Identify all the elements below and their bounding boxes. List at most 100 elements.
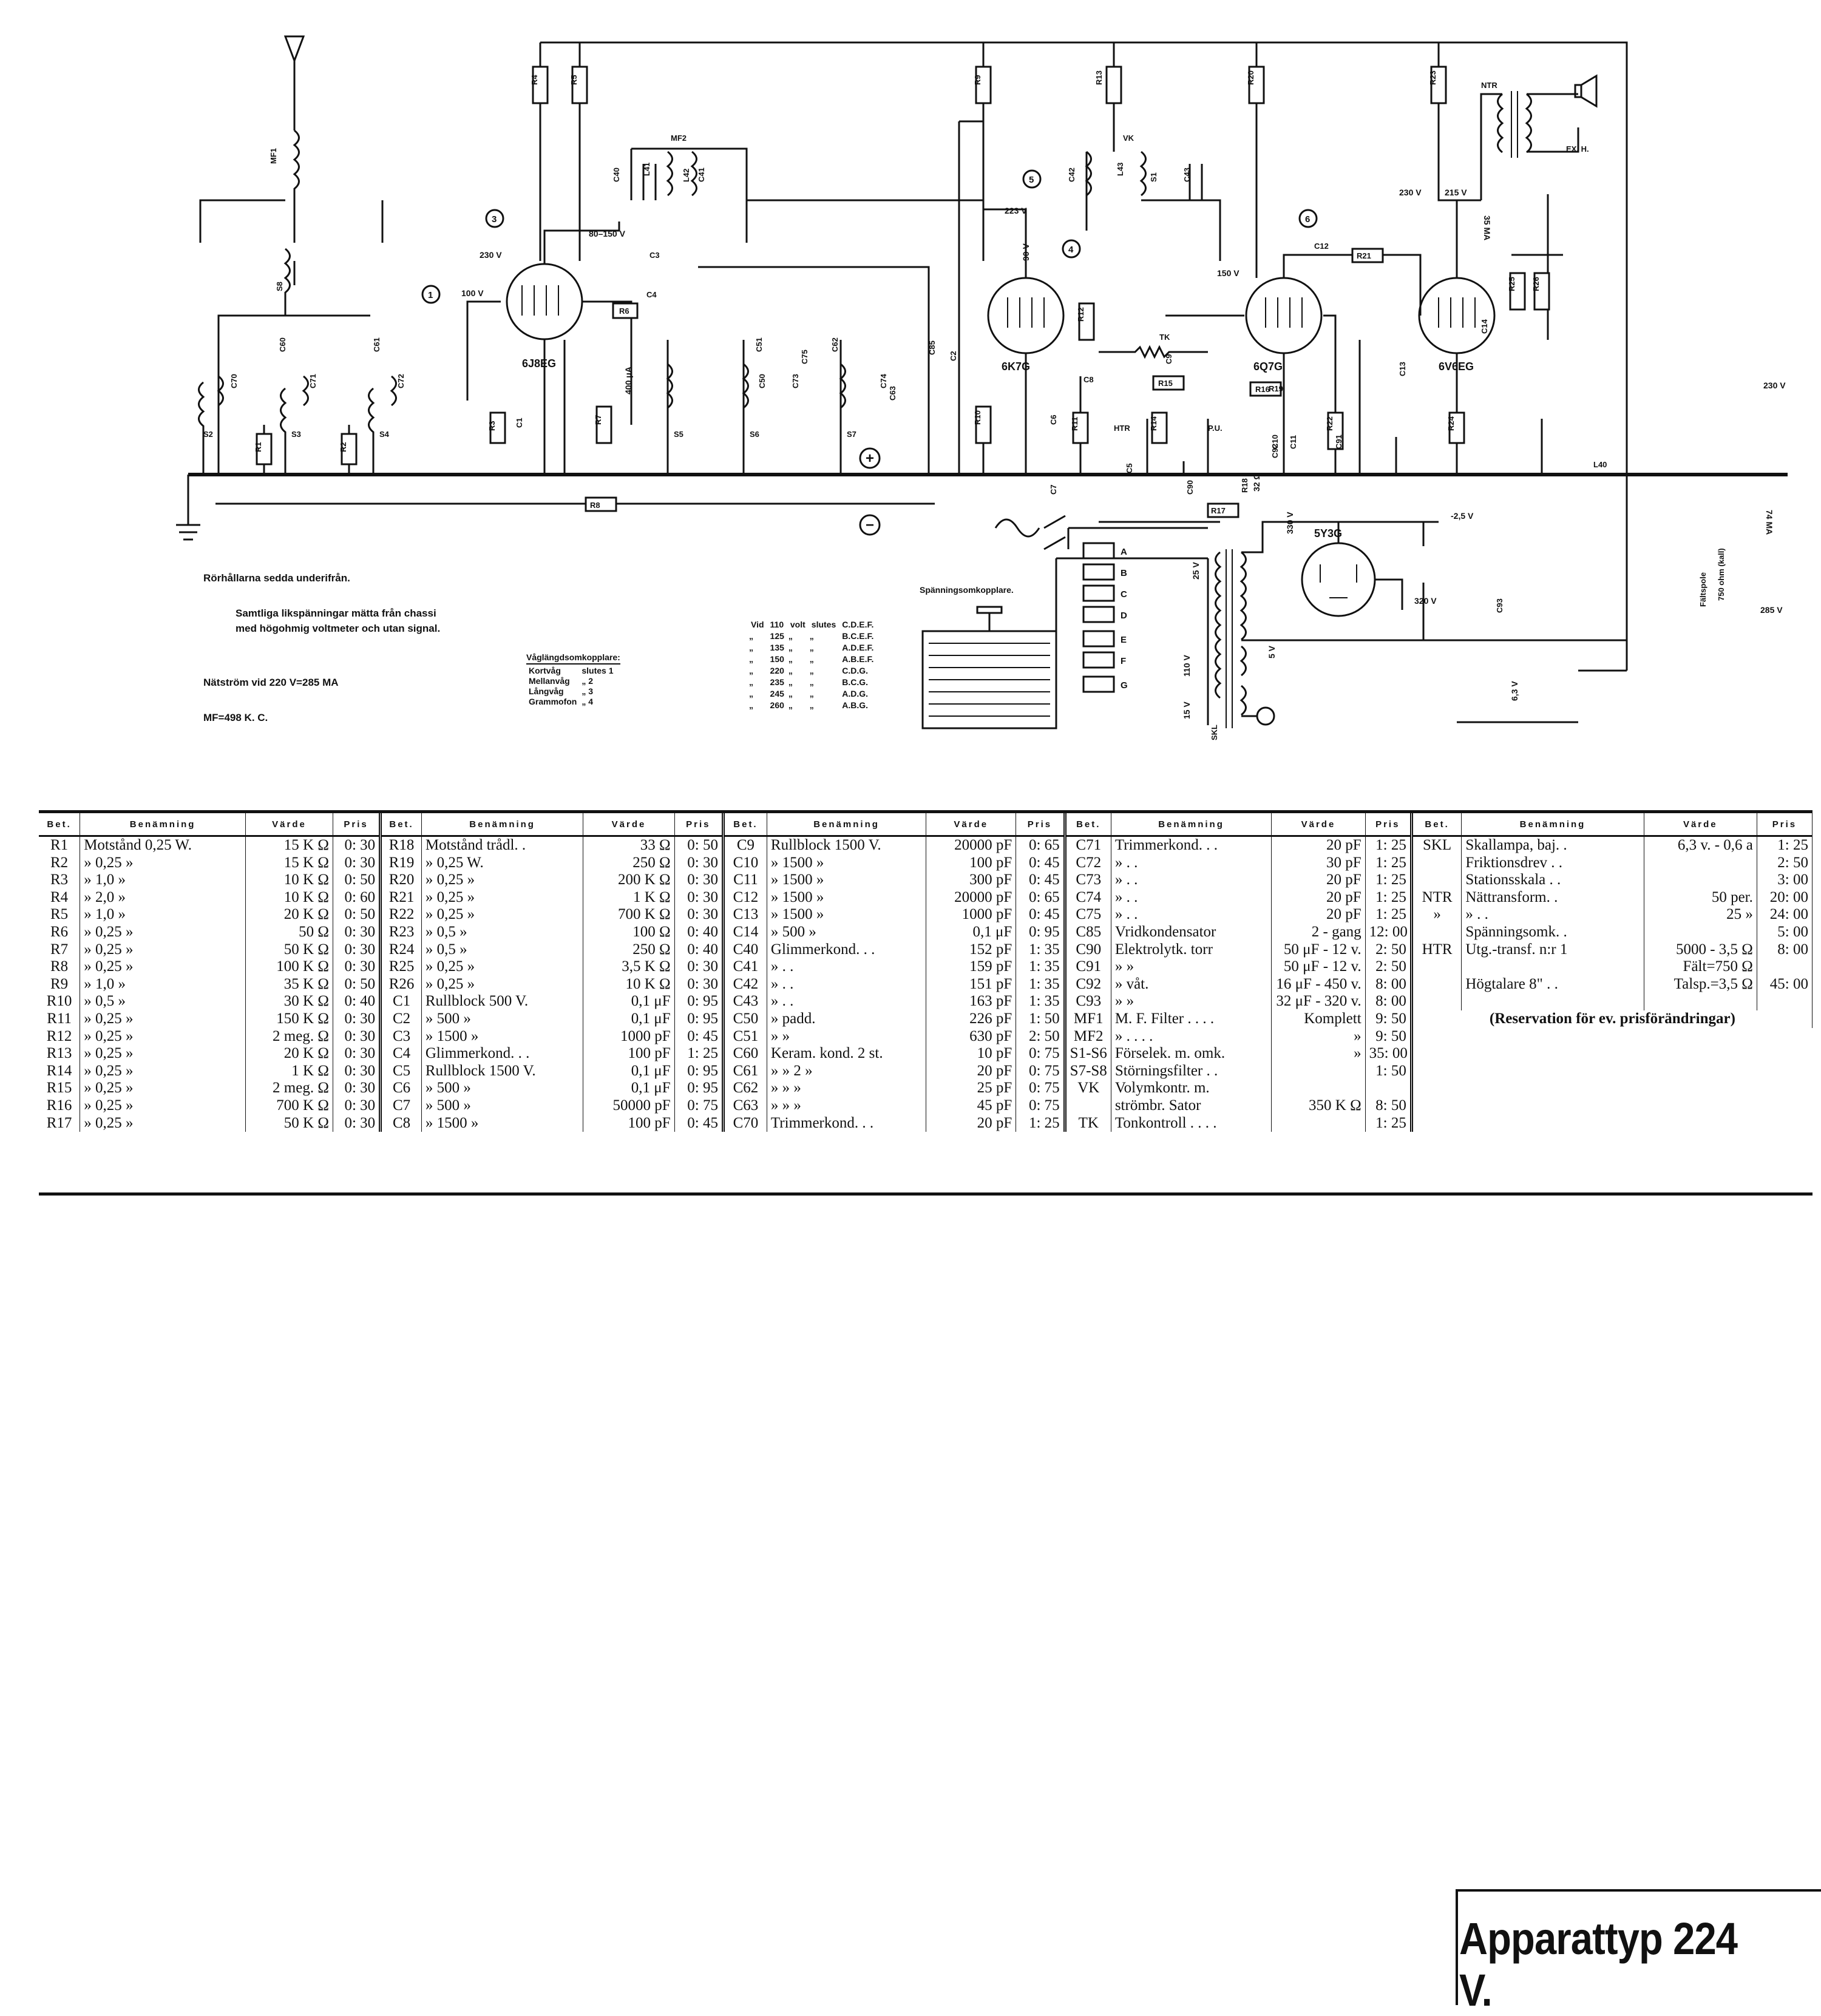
part-designation: C9 bbox=[723, 836, 767, 854]
part-description: strömbr. Sator bbox=[1111, 1097, 1272, 1115]
part-description: » . . bbox=[1111, 871, 1272, 889]
part-designation: C63 bbox=[723, 1097, 767, 1115]
part-description: Spänningsomk. . bbox=[1461, 923, 1644, 941]
component-label: R10 bbox=[973, 410, 982, 425]
test-point-number: + bbox=[866, 450, 874, 467]
note-mains-current: Nätström vid 220 V=285 MA bbox=[203, 677, 339, 688]
voltage-label: 74 MA bbox=[1765, 510, 1774, 535]
part-description: » . . bbox=[1111, 854, 1272, 872]
part-description: » » bbox=[767, 1027, 927, 1046]
part-price: 0: 30 bbox=[674, 854, 725, 872]
voltage-cell: „ bbox=[809, 643, 814, 652]
part-designation bbox=[1411, 958, 1462, 976]
tube-label: 5Y3G bbox=[1314, 527, 1342, 540]
part-description: » 500 » bbox=[421, 1010, 584, 1028]
part-price: 1: 25 bbox=[1016, 1114, 1066, 1132]
part-value: 25 pF bbox=[926, 1080, 1017, 1097]
part-description: » 1500 » bbox=[421, 1114, 584, 1132]
voltage-cell: 235 bbox=[770, 677, 784, 687]
voltage-label: 80–150 V bbox=[589, 229, 626, 238]
part-designation: S7-S8 bbox=[1065, 1062, 1111, 1080]
component-label: C1 bbox=[515, 418, 524, 428]
model-label: Apparattyp 224 V. bbox=[1459, 1913, 1738, 2015]
part-designation: C5 bbox=[380, 1062, 422, 1080]
voltage-cell: A.B.E.F. bbox=[842, 654, 874, 664]
parts-column-header: Bet. bbox=[1411, 813, 1462, 837]
part-value: 3,5 K Ω bbox=[583, 958, 675, 976]
component-label: C11 bbox=[1289, 435, 1298, 449]
part-value: 100 pF bbox=[926, 854, 1017, 872]
component-label: C73 bbox=[791, 374, 800, 388]
component-label: C90 bbox=[1185, 480, 1195, 495]
part-description: Tonkontroll . . . . bbox=[1111, 1114, 1272, 1132]
component-label: VK bbox=[1123, 134, 1134, 143]
part-designation: R19 bbox=[380, 854, 422, 872]
voltage-cell: 260 bbox=[770, 700, 784, 710]
part-value: 20 pF bbox=[1271, 836, 1366, 854]
part-price: 0: 30 bbox=[674, 958, 725, 976]
voltage-cell: A.D.E.F. bbox=[842, 643, 874, 652]
part-description: » 1500 » bbox=[767, 906, 927, 924]
component-label: R2 bbox=[339, 442, 348, 452]
part-designation: SKL bbox=[1411, 836, 1462, 854]
component-label: R8 bbox=[590, 501, 600, 510]
note-tube-holders: Rörhållarna sedda underifrån. bbox=[203, 572, 350, 584]
parts-column-header: Pris bbox=[1757, 813, 1813, 837]
part-value: 200 K Ω bbox=[583, 871, 675, 889]
part-value: 10 K Ω bbox=[583, 975, 675, 993]
component-label: S7 bbox=[847, 430, 856, 439]
part-value: 50 Ω bbox=[245, 923, 333, 941]
voltage-label: 110 V bbox=[1182, 655, 1192, 677]
voltage-label: 400 μA bbox=[623, 367, 633, 394]
component-label: R7 bbox=[594, 414, 603, 425]
part-designation: R6 bbox=[39, 923, 81, 941]
part-description: Nättransform. . bbox=[1461, 888, 1644, 907]
parts-column-header: Pris bbox=[674, 813, 725, 837]
part-value: 1 K Ω bbox=[583, 888, 675, 907]
part-value: 150 K Ω bbox=[245, 1010, 333, 1028]
part-description: » . . bbox=[1111, 906, 1272, 924]
part-value: 20 K Ω bbox=[245, 1045, 333, 1063]
waveband-cell: slutes 1 bbox=[582, 666, 614, 675]
part-price: 0: 30 bbox=[333, 1114, 382, 1132]
part-designation: R10 bbox=[39, 993, 81, 1010]
voltage-cell: B.C.G. bbox=[842, 677, 869, 687]
voltage-row: „220„„C.D.G. bbox=[748, 665, 877, 677]
voltage-label: 230 V bbox=[1763, 381, 1786, 390]
component-label: C85 bbox=[927, 340, 937, 355]
part-price: 0: 30 bbox=[674, 906, 725, 924]
part-designation: C72 bbox=[1065, 854, 1111, 872]
part-designation: C51 bbox=[723, 1027, 767, 1046]
part-designation: HTR bbox=[1411, 941, 1462, 959]
part-designation: C14 bbox=[723, 923, 767, 941]
part-description: Stationsskala . . bbox=[1461, 871, 1644, 889]
part-description: » 500 » bbox=[767, 923, 927, 941]
part-price: 0: 50 bbox=[333, 871, 382, 889]
part-description: » 0,25 » bbox=[80, 1080, 246, 1097]
part-designation: C41 bbox=[723, 958, 767, 976]
component-label: SKL bbox=[1210, 725, 1219, 740]
component-label: C92 bbox=[1270, 444, 1280, 458]
parts-column-header: Värde bbox=[583, 813, 675, 837]
part-description: » 0,25 » bbox=[80, 1097, 246, 1115]
part-description: » . . . . bbox=[1111, 1027, 1272, 1046]
component-label: C62 bbox=[830, 337, 839, 352]
part-description: Vridkondensator bbox=[1111, 923, 1272, 941]
test-point-number: 6 bbox=[1305, 214, 1310, 225]
part-designation: » bbox=[1411, 906, 1462, 924]
part-designation: R17 bbox=[39, 1114, 81, 1132]
part-description: » 1500 » bbox=[767, 888, 927, 907]
part-description: » 2,0 » bbox=[80, 888, 246, 907]
voltage-cell: „ bbox=[809, 700, 814, 710]
component-label: Fältspole bbox=[1698, 572, 1707, 607]
part-description: » » » bbox=[767, 1097, 927, 1115]
part-value: 0,1 μF bbox=[583, 1010, 675, 1028]
part-designation: R24 bbox=[380, 941, 422, 959]
part-price: 0: 65 bbox=[1016, 836, 1066, 854]
component-label: L42 bbox=[682, 169, 691, 182]
component-label: L40 bbox=[1593, 460, 1607, 469]
part-description: Volymkontr. m. bbox=[1111, 1080, 1272, 1097]
